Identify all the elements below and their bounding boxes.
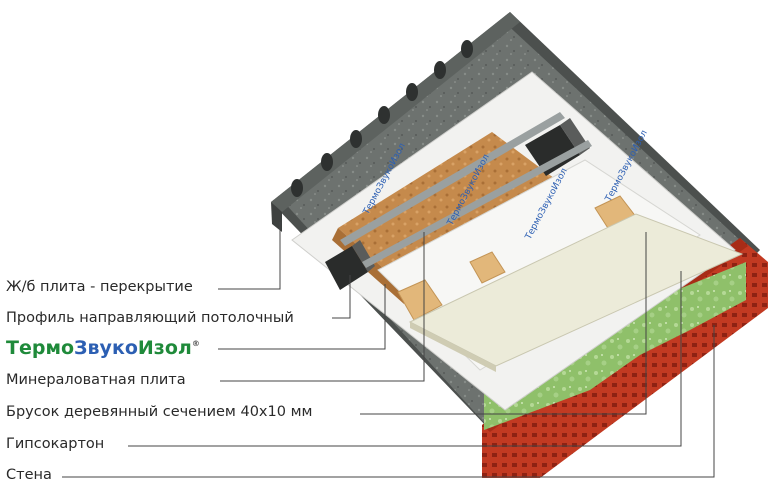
label-bar: Брусок деревянный сечением 40х10 мм	[6, 404, 313, 420]
brand-part-3: Изол	[137, 337, 192, 359]
slab-hollow-cores	[291, 40, 473, 197]
leader-profile	[332, 275, 351, 319]
drywall-sheet	[408, 213, 744, 372]
label-profile: Профиль направляющий потолочный	[6, 310, 294, 326]
brand-part-2: Звуко	[74, 337, 138, 359]
leader-bar	[360, 232, 647, 415]
leader-lines	[62, 222, 715, 478]
label-drywall: Гипсокартон	[6, 436, 105, 452]
leader-drywall	[128, 271, 682, 447]
brand-logo: ТермоЗвукоИзол®	[6, 337, 200, 359]
leader-slab	[218, 222, 281, 290]
leader-wall	[62, 325, 715, 478]
label-slab: Ж/б плита - перекрытие	[6, 279, 193, 295]
leader-brand	[218, 284, 386, 350]
brand-registered-mark: ®	[191, 339, 200, 348]
leader-mineral	[220, 232, 425, 382]
label-mineral: Минераловатная плита	[6, 372, 186, 388]
brand-part-1: Термо	[6, 337, 75, 359]
label-wall: Стена	[6, 467, 52, 483]
ceiling-profiles	[325, 112, 592, 290]
